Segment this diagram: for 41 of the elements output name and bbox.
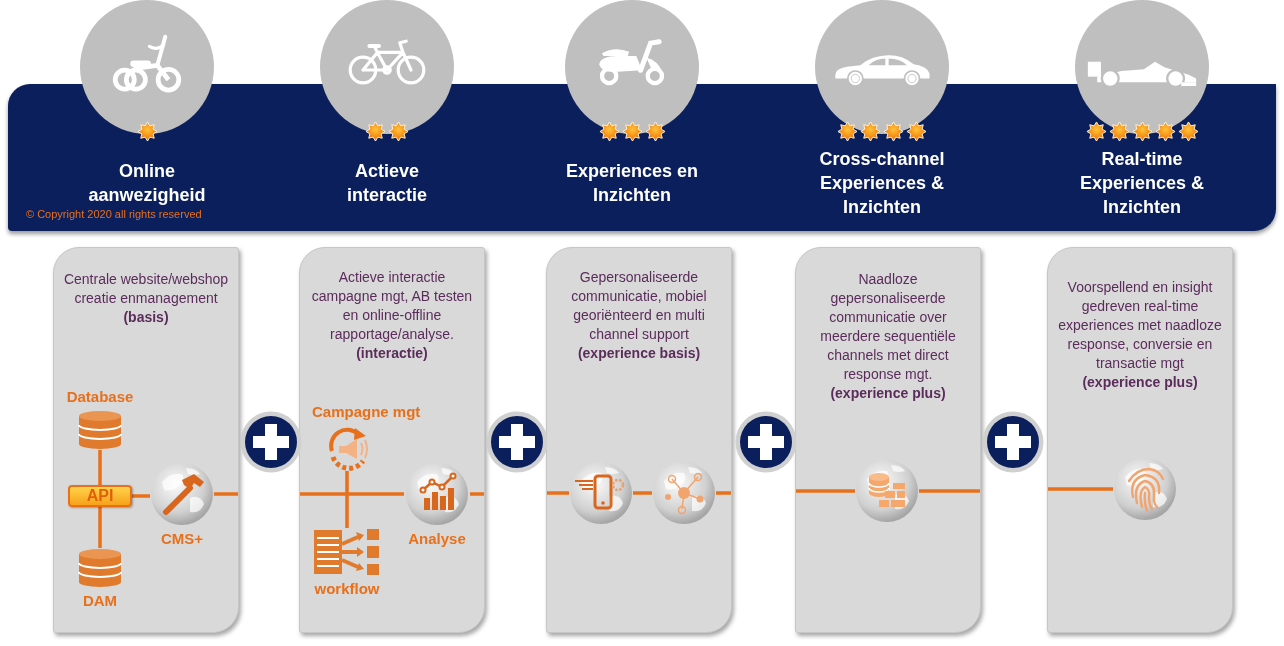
- connector-line: [214, 492, 238, 496]
- connector-line: [547, 491, 569, 495]
- connector-line: [132, 494, 150, 498]
- stage-title: Actieve interactie: [345, 160, 428, 207]
- node-label: CMS+: [160, 530, 204, 548]
- stage-title: Experiences en Inzichten: [564, 160, 700, 207]
- connector-line: [716, 491, 731, 495]
- connector-line: [300, 492, 404, 496]
- level-label: (experience plus): [1082, 373, 1198, 392]
- stage-card: [299, 247, 485, 633]
- node-label: Database: [66, 388, 134, 406]
- card-description: Centrale website/webshop creatie enmanagement: [62, 270, 230, 308]
- node-label: DAM: [82, 592, 118, 610]
- connector-line: [345, 471, 349, 528]
- card-description: Actieve interactie campagne mgt, AB testen en online-offline rapportage/analyse.: [310, 268, 474, 344]
- component-box: API: [68, 485, 132, 507]
- stage-card: [546, 247, 732, 633]
- level-label: (experience basis): [577, 344, 701, 363]
- connector-line: [1048, 487, 1113, 491]
- level-label: (basis): [123, 308, 169, 327]
- stage-title: Online aanwezigheid: [87, 160, 207, 207]
- node-label: workflow: [314, 580, 380, 598]
- level-label: (interactie): [356, 344, 428, 363]
- connector-line: [919, 489, 980, 493]
- card-description: Naadloze gepersonaliseerde communicatie over meerdere sequentiële channels met direct response mgt.: [819, 270, 957, 384]
- connector-line: [98, 507, 102, 548]
- stage-title: Cross-channel Experiences & Inzichten: [818, 148, 946, 219]
- stage-card: [795, 247, 981, 633]
- connector-line: [633, 491, 652, 495]
- level-label: (experience plus): [830, 384, 946, 403]
- card-description: Gepersonaliseerde communicatie, mobiel georiënteerd en multi channel support: [570, 268, 708, 344]
- stage-title: Real-time Experiences & Inzichten: [1078, 148, 1206, 219]
- card-description: Voorspellend en insight gedreven real-time experiences met naadloze response, conversie en transactie mgt: [1057, 278, 1223, 373]
- node-label: Campagne mgt: [312, 403, 421, 421]
- copyright-note: © Copyright 2020 all rights reserved: [26, 208, 202, 221]
- connector-line: [470, 492, 484, 496]
- connector-line: [98, 450, 102, 485]
- stage-card: [1047, 247, 1233, 633]
- stage-card: [53, 247, 239, 633]
- node-label: Analyse: [408, 530, 466, 548]
- connector-line: [796, 489, 855, 493]
